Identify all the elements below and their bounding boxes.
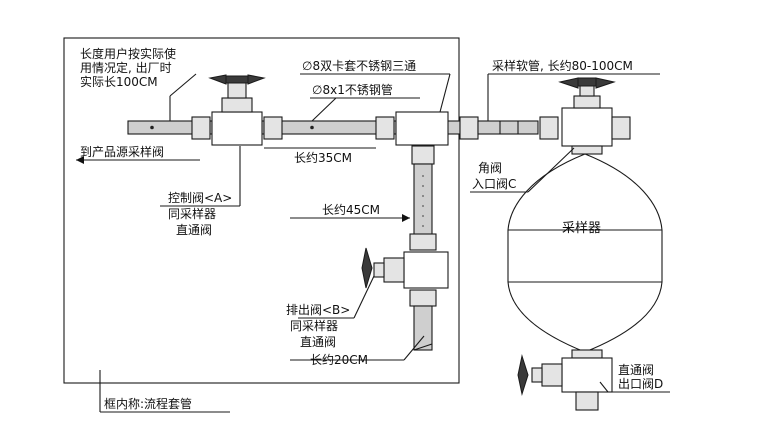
tee-fitting: [375, 111, 479, 165]
sample-hose: [477, 120, 539, 135]
control-valve-label1: 控制阀<A>: [168, 191, 232, 205]
angle-valve-c: [539, 77, 631, 155]
control-valve-label2: 同采样器: [168, 206, 216, 221]
straight-valve-label2: 出口阀D: [618, 377, 663, 391]
control-valve-label3: 直通阀: [176, 223, 212, 237]
length-45-label: 长约45CM: [322, 202, 380, 217]
tee-label: ∅8双卡套不锈钢三通: [302, 59, 416, 73]
control-valve-a: [191, 74, 283, 146]
drain-valve-label2: 同采样器: [290, 318, 338, 333]
length-note-line3: 实际长100CM: [80, 74, 158, 89]
leader-lines: [76, 73, 670, 413]
length-note-line2: 用情况定, 出厂时: [80, 60, 172, 75]
tube-label: ∅8x1不锈钢管: [312, 82, 393, 97]
inlet-pipe: [127, 120, 201, 135]
drain-valve-label3: 直通阀: [300, 335, 336, 349]
length-note-line1: 长度用户按实际使: [80, 46, 176, 61]
length-35-label: 长约35CM: [294, 150, 352, 165]
process-frame: [63, 37, 460, 384]
drain-pipe: [413, 305, 433, 351]
frame-label: 框内称:流程套管: [104, 396, 192, 411]
to-product-valve-label: 到产品源采样阀: [80, 144, 164, 159]
length-20-label: 长约20CM: [310, 352, 368, 367]
angle-valve-label1: 角阀: [478, 161, 502, 175]
hose-label: 采样软管, 长约80-100CM: [492, 58, 633, 73]
drain-valve-label1: 排出阀<B>: [286, 303, 350, 317]
angle-valve-label2: 入口阀C: [472, 177, 516, 191]
sampler-vessel: [507, 153, 663, 353]
drain-valve-b: [361, 233, 449, 307]
outlet-valve-d: [517, 349, 613, 411]
straight-valve-label1: 直通阀: [618, 363, 654, 377]
sampler-label: 采样器: [562, 221, 601, 236]
